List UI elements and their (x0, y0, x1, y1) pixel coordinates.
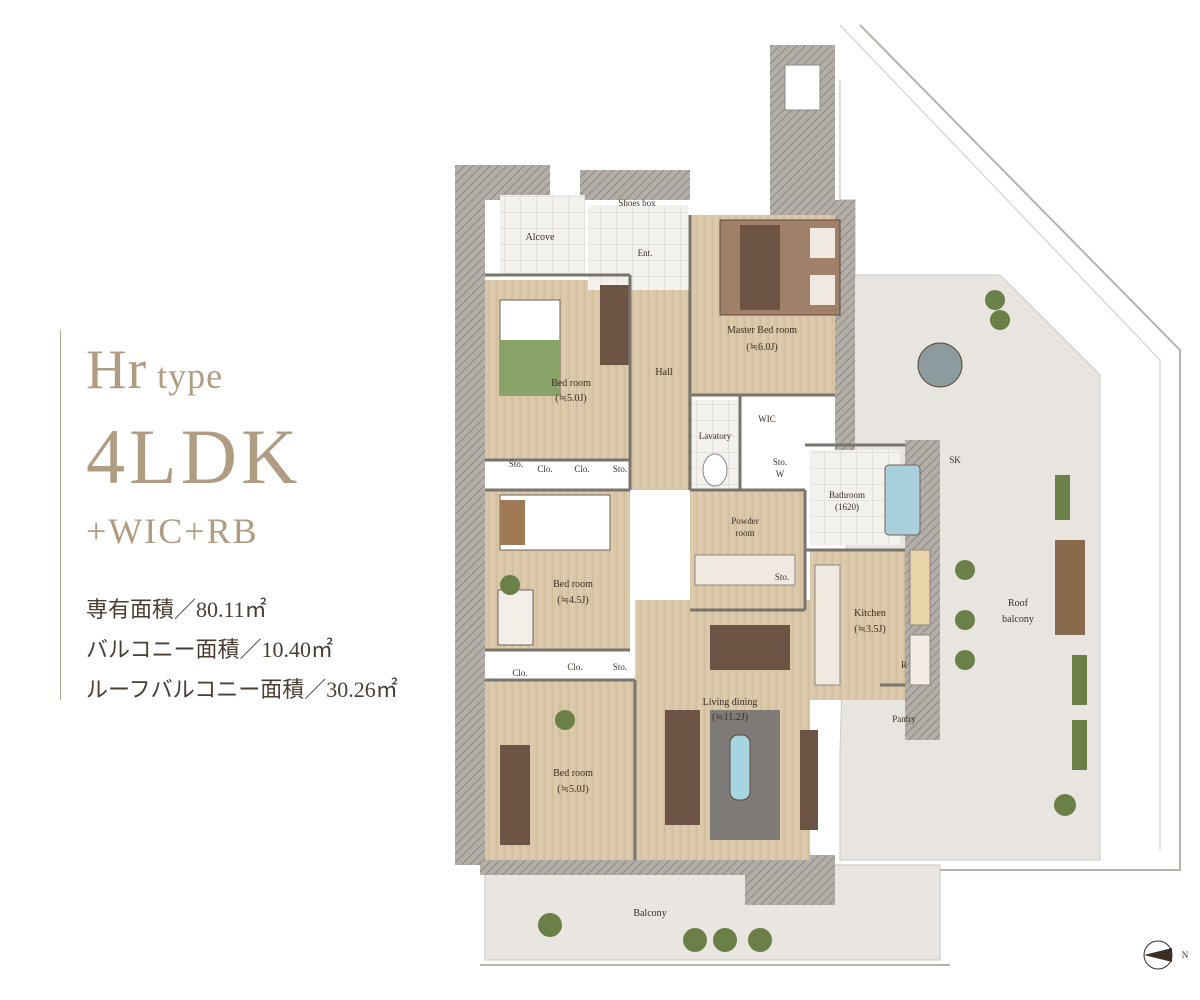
balcony-area: バルコニー面積／10.40㎡ (86, 637, 334, 662)
label-living-dining: Living dining (703, 697, 758, 708)
planter (1055, 540, 1085, 635)
furniture (497, 219, 1087, 952)
label-powder-room-2: room (736, 528, 755, 538)
label-sto-4: Sto. (613, 662, 627, 672)
label-powder-room: Powder (731, 516, 759, 526)
type-name: Hr (86, 339, 148, 401)
floor-plan: Alcove Shoes box Ent. Hall Master Bed ro… (455, 24, 1189, 970)
bathtub (884, 464, 921, 536)
label-sk: SK (949, 455, 961, 465)
label-wic: WIC (758, 414, 776, 424)
layout-label: 4LDK (86, 413, 302, 500)
label-entrance: Ent. (638, 248, 653, 258)
bed-room-3-desk (500, 745, 530, 845)
label-clo-1: Clo. (537, 464, 552, 474)
bed-room-1-desk (600, 285, 630, 365)
label-pantry: Pantry (892, 714, 916, 724)
label-bed-room-1: Bed room (551, 378, 591, 389)
label-master-bed-room: Master Bed room (727, 325, 797, 336)
label-lavatory: Lavatory (699, 431, 732, 441)
dining-table (710, 625, 790, 670)
options-label: +WIC+RB (86, 511, 259, 551)
label-sto-w2: W (776, 469, 785, 479)
room-labels: Alcove Shoes box Ent. Hall Master Bed ro… (509, 198, 1034, 919)
label-alcove: Alcove (526, 232, 555, 243)
balcony-area (484, 864, 941, 961)
label-clo-4: Clo. (567, 662, 582, 672)
label-sto-3: Sto. (775, 572, 789, 582)
compass-north-label: N (1182, 950, 1189, 960)
label-bathroom: Bathroom (829, 490, 865, 500)
label-roof-balcony-2: balcony (1002, 614, 1034, 625)
label-bed-room-2-size: (≒4.5J) (557, 595, 588, 606)
label-kitchen-size: (≒3.5J) (854, 624, 885, 635)
toilet (702, 453, 728, 487)
accent-line (60, 330, 61, 700)
label-bed-room-3-size: (≒5.0J) (557, 784, 588, 795)
label-sto-w: Sto. (773, 457, 787, 467)
label-clo-2: Clo. (574, 464, 589, 474)
label-master-bed-room-size: (≒6.0J) (746, 342, 777, 353)
label-living-dining-size: (≒11.2J) (712, 712, 748, 723)
roof-balcony-area: ルーフバルコニー面積／30.26㎡ (86, 677, 398, 702)
type-suffix: type (157, 356, 224, 396)
sofa (665, 710, 700, 825)
label-sto-2: Sto. (613, 464, 627, 474)
label-bed-room-2: Bed room (553, 579, 593, 590)
label-sto-1: Sto. (509, 459, 523, 469)
label-shoes-box: Shoes box (618, 198, 656, 208)
kitchen-counter (814, 564, 841, 686)
exclusive-area: 専有面積／80.11㎡ (86, 597, 267, 622)
label-roof-balcony: Roof (1008, 598, 1029, 609)
label-kitchen: Kitchen (854, 608, 886, 619)
label-clo-3: Clo. (512, 668, 527, 678)
compass-icon: N (1143, 940, 1189, 970)
label-refrigerator: R (901, 660, 907, 670)
patio-table (917, 342, 963, 388)
label-bathroom-size: (1620) (835, 502, 859, 512)
label-bed-room-1-size: (≒5.0J) (555, 393, 586, 404)
label-hall: Hall (655, 367, 672, 378)
label-bed-room-3: Bed room (553, 768, 593, 779)
interior-walls (485, 215, 905, 860)
roof-balcony-area (839, 24, 1181, 871)
label-balcony: Balcony (633, 908, 666, 919)
